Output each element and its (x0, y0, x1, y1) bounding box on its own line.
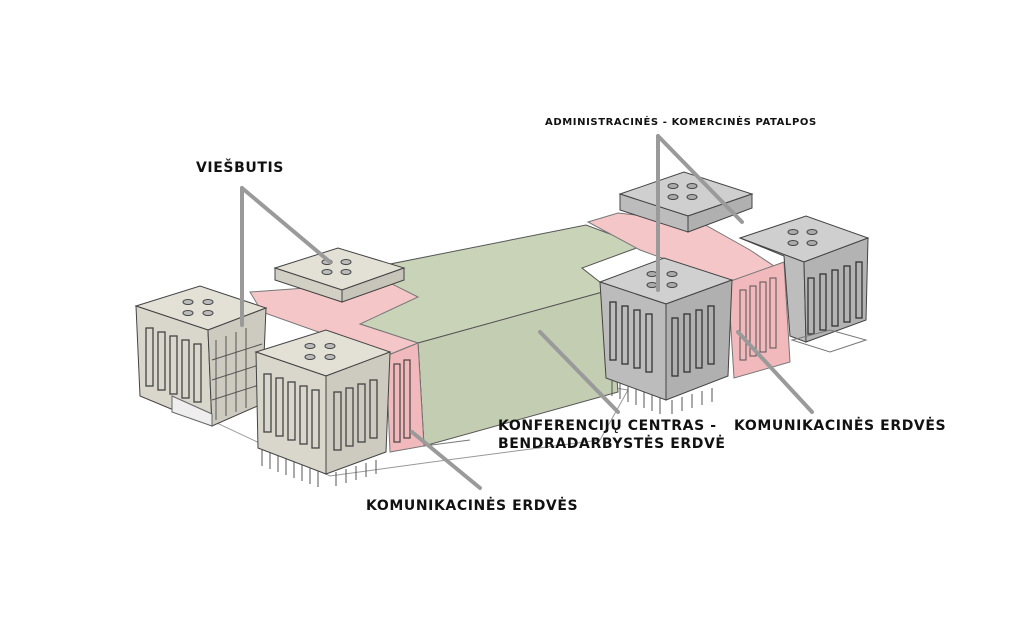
leader-admin-b (656, 134, 744, 224)
label-communication-bottom: KOMUNIKACINĖS ERDVĖS (366, 497, 578, 514)
label-conference-line1: KONFERENCIJŲ CENTRAS - (498, 418, 717, 434)
leader-hotel-b (240, 186, 332, 264)
label-hotel: VIEŠBUTIS (196, 158, 284, 176)
leader-comm-bottom (410, 430, 482, 490)
admin-front-block (598, 257, 734, 414)
communication-right-roof (586, 212, 782, 283)
leader-lines (240, 134, 814, 490)
label-conference-line2: BENDRADARBYSTĖS ERDVĖ (498, 435, 726, 452)
leader-comm-right (736, 330, 814, 414)
admin-top-block (618, 171, 754, 233)
leader-conference (538, 330, 620, 414)
admin-right-block (738, 215, 870, 353)
hotel-front-block (254, 329, 392, 487)
label-admin-commercial: ADMINISTRACINĖS - KOMERCINĖS PATALPOS (545, 114, 817, 128)
communication-right-volume (586, 212, 791, 379)
hotel-left-block (134, 285, 268, 427)
communication-right-face (727, 261, 791, 379)
communication-left-face (385, 342, 425, 453)
label-communication-right: KOMUNIKACINĖS ERDVĖS (734, 417, 946, 434)
hotel-top-block (273, 247, 406, 303)
